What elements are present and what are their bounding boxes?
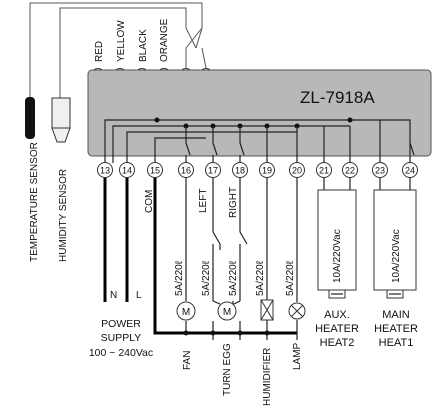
controller-box: [87, 69, 432, 157]
lamp-label: LAMP: [292, 342, 303, 370]
top-label-red: RED: [94, 41, 105, 62]
bottom-terminal-15: 15: [147, 162, 163, 178]
bottom-terminal-16: 16: [178, 162, 194, 178]
svg-text:19: 19: [262, 166, 272, 176]
rating-fan: 5A/220ℓ: [174, 260, 185, 296]
bottom-terminal-22: 22: [342, 162, 358, 178]
fan-motor-icon: M: [176, 301, 196, 321]
relay-ratings: 5A/220ℓ 5A/220ℓ 5A/220ℓ 5A/220ℓ 5A/220ℓ: [174, 260, 296, 296]
model-label: ZL-7918A: [300, 88, 375, 107]
temperature-sensor-label: TEMPERATURE SENSOR: [29, 142, 40, 262]
main-label-1: MAIN: [382, 309, 410, 321]
aux-label-2: HEATER: [315, 323, 359, 335]
svg-text:21: 21: [319, 166, 329, 176]
main-label-2: HEATER: [374, 323, 418, 335]
top-label-yellow: YELLOW: [116, 20, 127, 62]
main-heater-box: [373, 189, 417, 299]
svg-text:M: M: [223, 307, 231, 318]
aux-label-3: HEAT2: [320, 337, 355, 349]
rating-right: 5A/220ℓ: [228, 260, 239, 296]
rating-left: 5A/220ℓ: [201, 260, 212, 296]
bottom-terminals: 13 14 15 16 17 18 19 20 21 22 23 24: [97, 162, 418, 178]
lamp-icon: [288, 302, 306, 320]
svg-text:23: 23: [375, 166, 385, 176]
fan-label: FAN: [182, 351, 193, 370]
svg-text:18: 18: [235, 166, 245, 176]
svg-text:17: 17: [208, 166, 218, 176]
turn-egg-label: TURN EGG: [222, 343, 233, 396]
svg-text:16: 16: [181, 166, 191, 176]
svg-text:M: M: [182, 307, 190, 318]
load-wires: [183, 178, 411, 340]
aux-heater-rating: 10A/220Vac: [332, 229, 343, 283]
svg-text:20: 20: [292, 166, 302, 176]
aux-label-1: AUX.: [324, 309, 350, 321]
l-label: L: [136, 290, 142, 301]
svg-text:14: 14: [122, 166, 132, 176]
bottom-terminal-21: 21: [316, 162, 332, 178]
power-label-1: POWER: [101, 318, 141, 330]
bottom-terminal-19: 19: [259, 162, 275, 178]
sensor-leads: [29, 2, 203, 98]
svg-text:24: 24: [405, 166, 415, 176]
turn-egg-motor-icon: M: [212, 300, 241, 321]
humidifier-icon: [260, 299, 274, 321]
humidity-sensor-body: [51, 97, 71, 143]
temperature-sensor-probe: [25, 97, 35, 139]
rating-lamp: 5A/220ℓ: [285, 260, 296, 296]
com-label: COM: [144, 190, 155, 213]
top-label-black: BLACK: [138, 29, 149, 62]
top-label-orange: ORANGE: [159, 18, 170, 62]
right-label: RIGHT: [228, 187, 239, 218]
bottom-terminal-20: 20: [289, 162, 305, 178]
aux-heater-box: [317, 189, 357, 299]
power-supply-wires: [103, 178, 297, 335]
internal-relay-wiring: [104, 117, 415, 163]
humidifier-label: HUMIDIFIER: [262, 348, 273, 406]
power-label-3: 100 ~ 240Vac: [89, 347, 153, 359]
bottom-terminal-14: 14: [119, 162, 135, 178]
humidity-sensor-label: HUMIDITY SENSOR: [58, 169, 69, 262]
bottom-terminal-13: 13: [97, 162, 113, 178]
bottom-terminal-23: 23: [372, 162, 388, 178]
top-terminal-labels: RED YELLOW BLACK ORANGE: [94, 18, 170, 62]
bottom-terminal-18: 18: [232, 162, 248, 178]
bottom-terminal-17: 17: [205, 162, 221, 178]
svg-text:15: 15: [150, 166, 160, 176]
svg-text:13: 13: [100, 166, 110, 176]
bottom-terminal-24: 24: [402, 162, 418, 178]
left-label: LEFT: [198, 189, 209, 213]
n-label: N: [110, 290, 117, 301]
main-heater-rating: 10A/220Vac: [391, 229, 402, 283]
rating-humidifier: 5A/220ℓ: [255, 260, 266, 296]
power-label-2: SUPPLY: [101, 332, 142, 344]
main-label-3: HEAT1: [379, 337, 414, 349]
svg-text:22: 22: [345, 166, 355, 176]
